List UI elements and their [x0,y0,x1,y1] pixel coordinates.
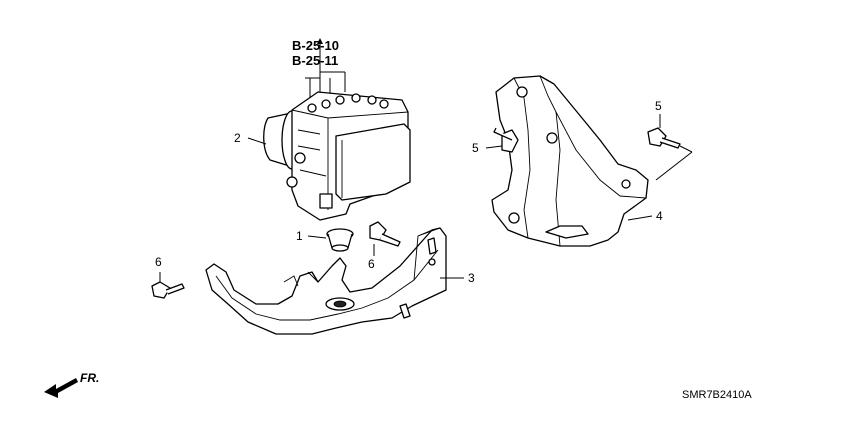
callout-bolt-upper: 5 [472,141,479,155]
callout-abs-modulator: 2 [234,131,241,145]
flange-bolt-center [369,221,401,247]
flange-bolt-right [647,127,681,149]
callout-bracket: 3 [468,271,475,285]
direction-label: FR. [80,371,99,385]
callout-bolt-left: 6 [155,255,162,269]
front-direction-arrow [44,378,78,398]
leader-5b-ext2 [655,151,693,181]
abs-modulator [263,91,411,221]
leader-5b-ext [679,145,693,153]
callout-grommet: 1 [296,229,303,243]
flange-bolt-upper [493,127,519,153]
grommet [326,228,354,252]
callout-bolt-center: 6 [368,257,375,271]
leader-1 [307,235,327,239]
ref-code-b-25-10: B-25-10 [292,38,339,53]
leader-2 [247,137,267,145]
flange-bolt-left [151,281,185,299]
callout-bolt-right: 5 [655,99,662,113]
bracket-cover [491,75,649,247]
leader-4 [627,215,653,221]
callout-bracket-cover: 4 [656,209,663,223]
ref-code-b-25-11: B-25-11 [292,53,338,68]
leader-5a [485,145,503,149]
diagram-code: SMR7B2410A [682,389,752,401]
modulator-bracket [205,227,447,335]
